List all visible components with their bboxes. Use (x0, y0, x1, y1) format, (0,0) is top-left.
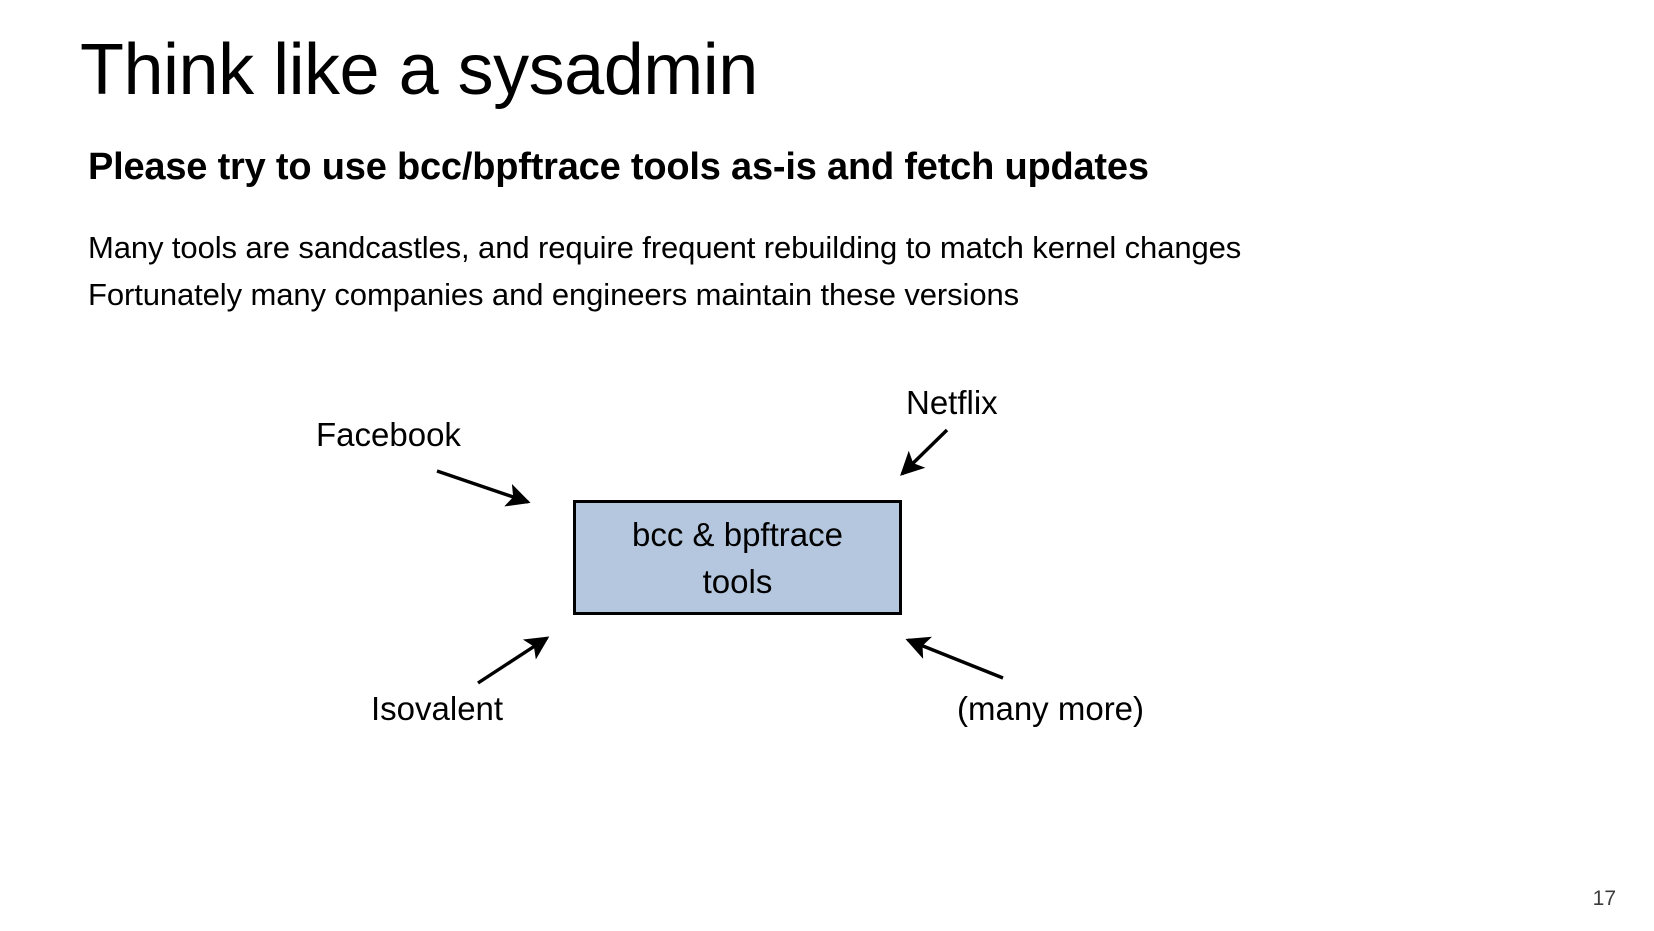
node-label-facebook: Facebook (316, 416, 461, 453)
body-line-2: Fortunately many companies and engineers… (88, 277, 1020, 312)
arrow-many-more (905, 636, 1004, 680)
node-label-many-more: (many more) (957, 690, 1145, 727)
page-title: Think like a sysadmin (80, 30, 758, 110)
center-node-bcc-bpftrace-tools: bcc & bpftrace tools (573, 500, 902, 615)
center-node-label: bcc & bpftrace tools (632, 515, 843, 600)
node-label-netflix: Netflix (906, 384, 998, 421)
slide-body: Many tools are sandcastles, and require … (88, 224, 1488, 318)
node-label-isovalent: Isovalent (371, 690, 504, 727)
arrow-netflix (900, 428, 949, 476)
body-line-1: Many tools are sandcastles, and require … (88, 230, 1242, 265)
slide-subtitle: Please try to use bcc/bpftrace tools as-… (88, 146, 1149, 188)
arrow-isovalent (477, 636, 550, 685)
page-number: 17 (1592, 887, 1616, 910)
arrow-facebook (436, 469, 531, 507)
